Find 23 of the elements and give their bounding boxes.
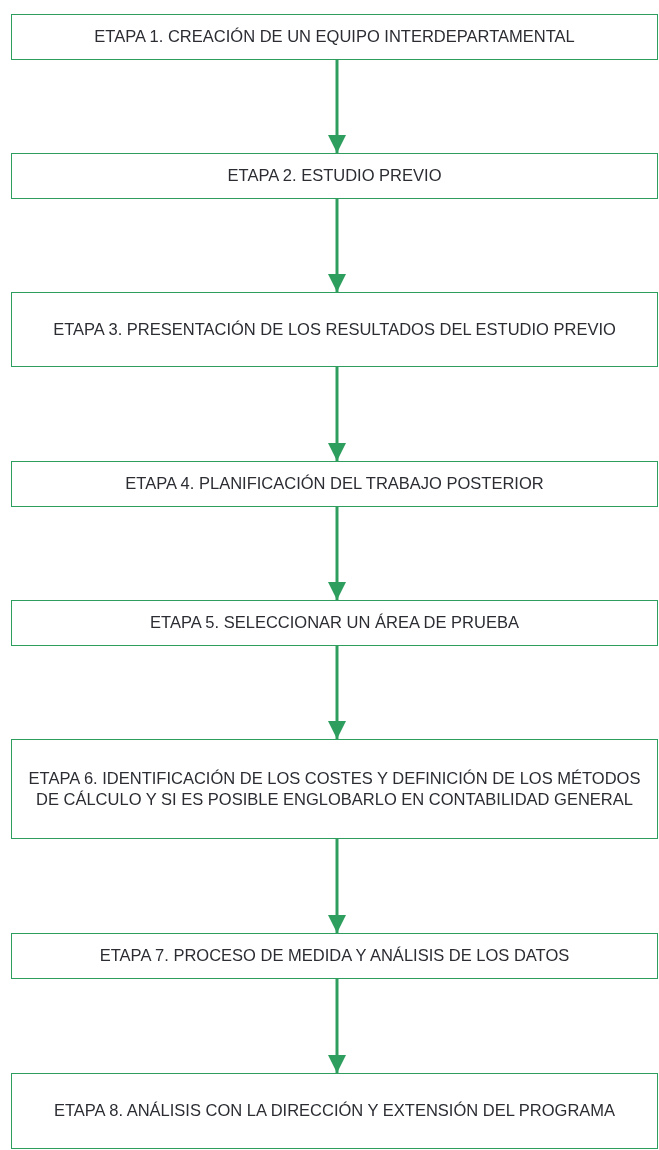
arrow: [328, 646, 346, 739]
process-box: [11, 600, 658, 646]
step-text: ETAPA 5. SELECCIONAR UN ÁREA DE PRUEBA: [149, 612, 520, 634]
arrow: [328, 839, 346, 933]
arrow: [328, 367, 346, 461]
step-text: ETAPA 6. IDENTIFICACIÓN DE LOS COSTES Y DEFINICIÓN DE LOS MÉTODOS DE CÁLCULO Y SI ES POSIBLE ENGLOBARLO EN CONTABILIDAD GENERAL: [27, 767, 642, 810]
step-text: ETAPA 3. PRESENTACIÓN DE LOS RESULTADOS DEL ESTUDIO PREVIO: [52, 318, 617, 340]
process-box: [11, 292, 658, 367]
step-text: ETAPA 7. PROCESO DE MEDIDA Y ANÁLISIS DE LOS DATOS: [98, 945, 571, 967]
arrow: [328, 60, 346, 153]
process-box: [11, 14, 658, 60]
process-box: [11, 739, 658, 839]
step-text: ETAPA 1. CREACIÓN DE UN EQUIPO INTERDEPARTAMENTAL: [93, 26, 576, 48]
process-box: [11, 461, 658, 507]
step-text: ETAPA 4. PLANIFICACIÓN DEL TRABAJO POSTERIOR: [124, 473, 545, 495]
arrow: [328, 199, 346, 292]
arrow: [328, 507, 346, 600]
arrow: [328, 979, 346, 1073]
process-box: [11, 933, 658, 979]
process-box: [11, 153, 658, 199]
step-text: ETAPA 2. ESTUDIO PREVIO: [226, 165, 443, 187]
process-box: [11, 1073, 658, 1149]
step-text: ETAPA 8. ANÁLISIS CON LA DIRECCIÓN Y EXTENSIÓN DEL PROGRAMA: [52, 1100, 617, 1122]
